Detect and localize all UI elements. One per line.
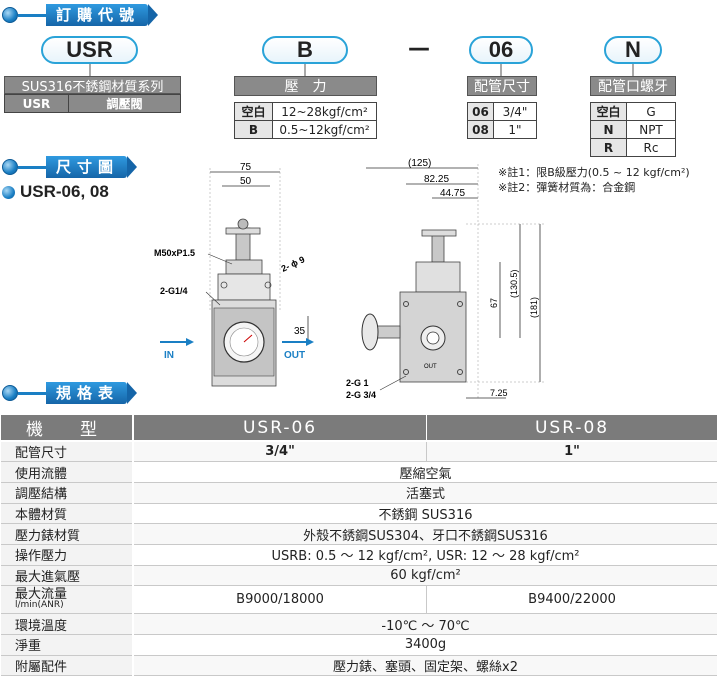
front-out-label: OUT	[284, 350, 305, 361]
spec-header-usr06: USR-06	[133, 415, 428, 442]
series-table: USR 調壓閥	[4, 94, 181, 113]
side-port1-label: 2-G 1	[346, 378, 369, 388]
port-size-title: 配管尺寸	[467, 76, 537, 96]
order-section-header: 訂購代號	[2, 2, 159, 28]
order-section-title: 訂購代號	[46, 4, 159, 26]
side-dim-125: (125)	[408, 158, 431, 169]
side-dim-725: 7.25	[490, 388, 508, 398]
bullet-icon	[2, 185, 15, 199]
side-dim-181: (181)	[529, 297, 539, 318]
bullet-icon	[2, 159, 18, 175]
dims-section-title: 尺寸圖	[46, 156, 138, 178]
spec-row: 環境溫度 -10℃ ～ 70℃	[1, 613, 717, 635]
spec-row: 使用流體 壓縮空氣	[1, 461, 717, 483]
model-title-row: USR-06, 08	[2, 182, 109, 202]
spec-section-title: 規格表	[46, 382, 138, 404]
front-dim-75: 75	[240, 162, 252, 173]
side-dim-1305: (130.5)	[509, 269, 519, 298]
spec-row: 附屬配件 壓力錶、塞頭、固定架、螺絲x2	[1, 655, 717, 676]
spec-row: 最大進氣壓 60 kgf/cm²	[1, 565, 717, 587]
code-dash: —	[408, 36, 430, 61]
code-06-pill: 06	[469, 36, 533, 64]
front-in-label: IN	[164, 350, 174, 361]
spec-header-usr08: USR-08	[426, 415, 717, 442]
bullet-icon	[2, 385, 18, 401]
side-dim-4475: 44.75	[440, 188, 465, 199]
spec-row: 壓力錶材質 外殼不銹鋼SUS304、牙口不銹鋼SUS316	[1, 523, 717, 545]
spec-row: 調壓結構 活塞式	[1, 482, 717, 504]
front-port-label: 2-G1/4	[160, 286, 188, 296]
pressure-title: 壓 力	[234, 76, 377, 96]
model-title: USR-06, 08	[20, 182, 109, 201]
spec-row: 淨重 3400g	[1, 634, 717, 656]
side-view-drawing: (125) 82.25 44.75 OUT 67 (130.5) (181) 7…	[346, 158, 544, 400]
spec-table: 機 型 USR-06 USR-08 配管尺寸 3/4" 1" 使用流體 壓縮空氣…	[1, 415, 717, 676]
front-dim-50: 50	[240, 176, 252, 187]
code-b-pill: B	[262, 36, 348, 64]
front-thread-label: M50xP1.5	[154, 248, 195, 258]
spec-row: 本體材質 不銹鋼 SUS316	[1, 503, 717, 525]
series-title: SUS316不銹鋼材質系列	[4, 76, 181, 95]
spec-header-row: 機 型 USR-06 USR-08	[1, 415, 717, 442]
spec-row: 最大流量 l/min(ANR) B9000/18000 B9400/22000	[1, 585, 717, 615]
side-port2-label: 2-G 3/4	[346, 390, 376, 400]
code-n-pill: N	[604, 36, 662, 64]
note-2: ※註2：彈簧材質為：合金鋼	[498, 181, 636, 194]
side-dim-67: 67	[489, 298, 499, 308]
code-usr-pill: USR	[41, 36, 138, 64]
series-name: 調壓閥	[68, 94, 181, 113]
front-dim-35: 35	[294, 326, 306, 337]
spec-header-model: 機 型	[1, 415, 134, 442]
front-view-drawing: 75 50 M50xP1.5 2-G1/4 2- ϕ 9 35 IN OUT	[154, 162, 314, 387]
spec-section-header: 規格表	[2, 380, 138, 406]
front-hole-label: 2- ϕ 9	[280, 254, 307, 274]
spec-row: 操作壓力 USRB: 0.5 ～ 12 kgf/cm², USR: 12 ～ 2…	[1, 544, 717, 566]
series-code: USR	[4, 94, 69, 113]
order-connectors	[89, 64, 634, 76]
side-out-label: OUT	[424, 364, 437, 370]
note-1: ※註1：限B級壓力(0.5 ~ 12 kgf/cm²)	[498, 166, 690, 179]
thread-title: 配管口螺牙	[590, 76, 676, 96]
side-dim-8225: 82.25	[424, 174, 449, 185]
spec-row: 配管尺寸 3/4" 1"	[1, 441, 717, 463]
bullet-icon	[2, 7, 18, 23]
dims-section-header: 尺寸圖	[2, 154, 138, 180]
